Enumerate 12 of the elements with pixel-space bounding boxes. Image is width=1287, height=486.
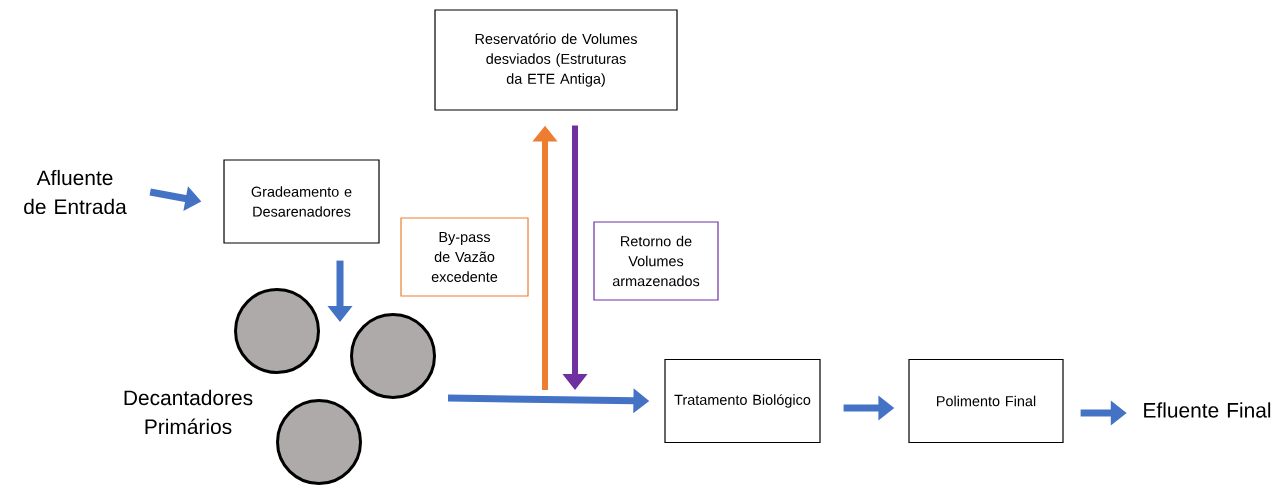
settling-tank [234,288,320,374]
process-box: Tratamento Biológico [664,358,821,444]
process-box: Polimento Final [908,358,1064,444]
stage-label: Decantadores Primários [124,389,253,435]
stage-label: Afluente de Entrada [24,169,127,215]
stage-label: Efluente Final [1144,402,1271,418]
settling-tank [350,313,436,399]
process-box: By-pass de Vazão excedente [400,217,529,297]
process-box: Gradeamento e Desarenadores [223,159,380,244]
process-box: Retorno de Volumes armazenados [593,221,719,301]
settling-tank [276,399,362,485]
process-box: Reservatório de Volumes desviados (Estruturas da ETE Antiga) [434,9,678,111]
